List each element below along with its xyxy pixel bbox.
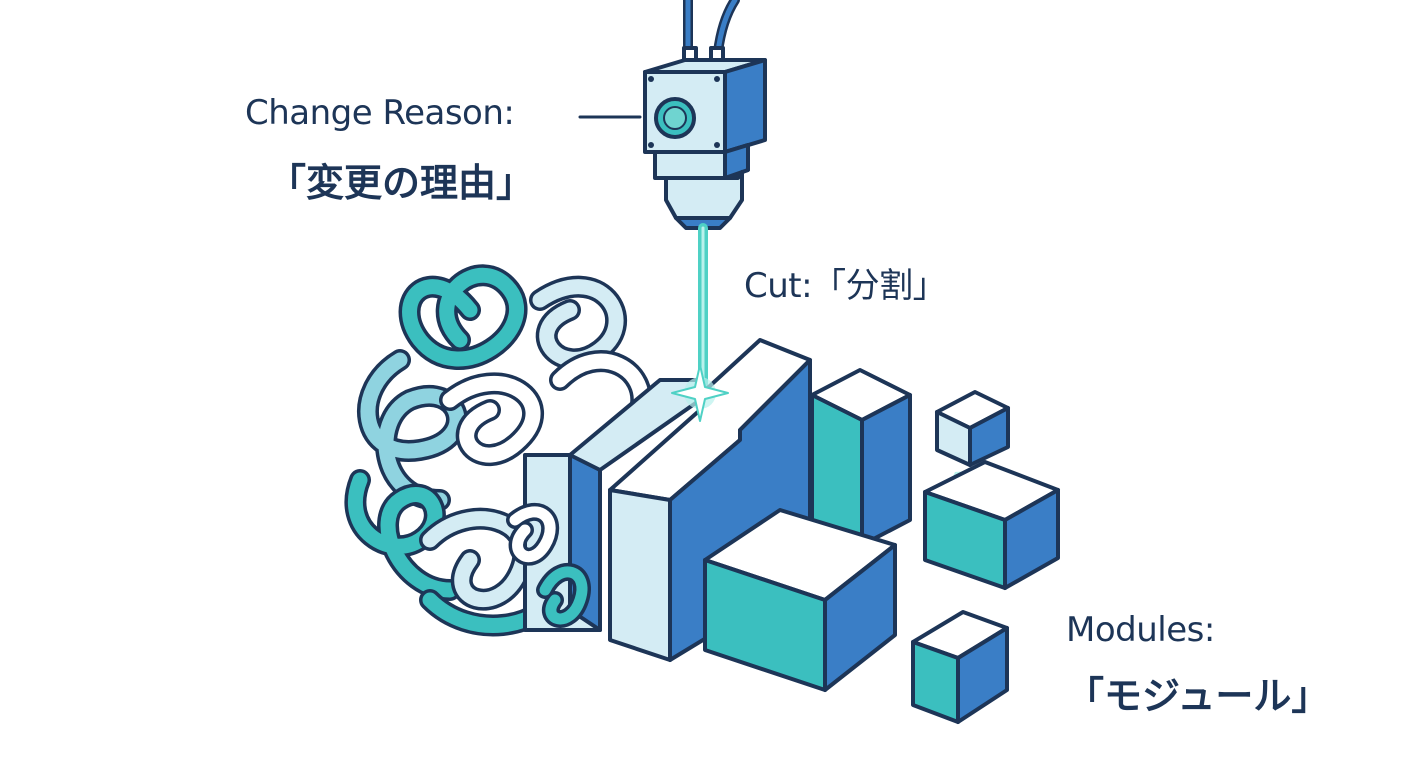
change-reason-label: Change Reason:	[245, 93, 515, 133]
change-reason-jp-label: 「変更の理由」	[268, 161, 535, 205]
module-large	[703, 508, 897, 692]
laser-cutter-icon	[643, 0, 767, 230]
modules-label: Modules:	[1066, 610, 1215, 650]
tangled-code-icon	[344, 264, 653, 637]
cut-label: Cut:「分割」	[744, 266, 947, 306]
module-tall	[810, 368, 912, 547]
modules-jp-label: 「モジュール」	[1066, 674, 1330, 718]
module-right	[923, 460, 1060, 590]
spark-icon	[671, 364, 729, 422]
module-small-bottom	[911, 610, 1009, 724]
